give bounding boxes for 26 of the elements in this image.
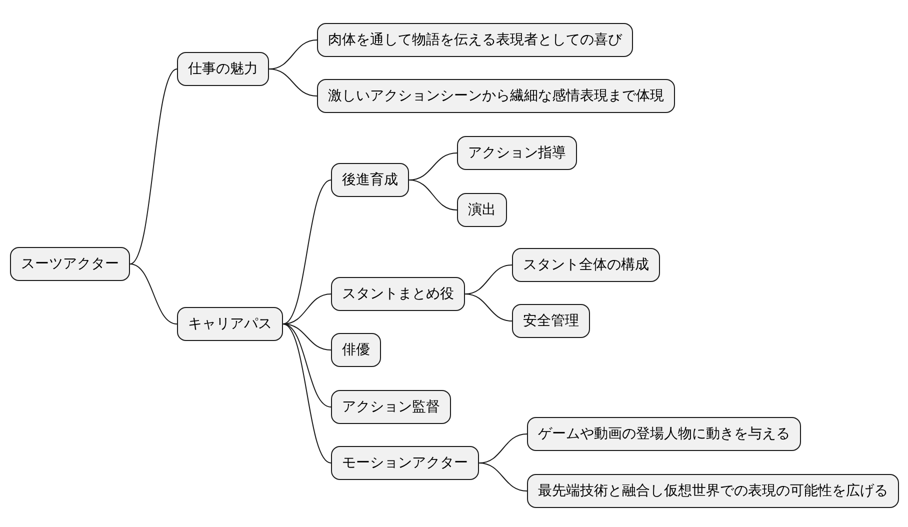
topic-box: 後進育成 bbox=[331, 163, 409, 197]
topic-box: 安全管理 bbox=[512, 304, 590, 338]
topic-box: 演出 bbox=[457, 193, 507, 227]
connector-line bbox=[130, 264, 178, 324]
connector-line bbox=[282, 180, 332, 324]
connector-line bbox=[478, 462, 528, 492]
connector-line bbox=[282, 324, 332, 350]
topic-box: 俳優 bbox=[331, 333, 381, 367]
topic-box: 最先端技術と融合し仮想世界での表現の可能性を広げる bbox=[527, 474, 899, 508]
connector-line bbox=[268, 68, 318, 96]
topic-box: アクション指導 bbox=[457, 136, 577, 170]
topic-box: キャリアパス bbox=[177, 307, 283, 341]
topic-box: スーツアクター bbox=[10, 247, 130, 281]
topic-box: 肉体を通して物語を伝える表現者としての喜び bbox=[317, 23, 633, 57]
topic-box: ゲームや動画の登場人物に動きを与える bbox=[527, 417, 801, 451]
connector-line bbox=[408, 180, 458, 210]
topic-box: アクション監督 bbox=[331, 390, 451, 424]
connector-line bbox=[282, 324, 332, 464]
topic-box: モーションアクター bbox=[331, 446, 479, 480]
topic-box: 仕事の魅力 bbox=[177, 52, 269, 86]
connector-line bbox=[464, 294, 512, 322]
connector-line bbox=[130, 68, 178, 264]
topic-box: スタントまとめ役 bbox=[331, 277, 465, 311]
topic-box: スタント全体の構成 bbox=[512, 248, 660, 282]
connector-line bbox=[282, 324, 332, 408]
topic-box: 激しいアクションシーンから繊細な感情表現まで体現 bbox=[317, 79, 675, 113]
